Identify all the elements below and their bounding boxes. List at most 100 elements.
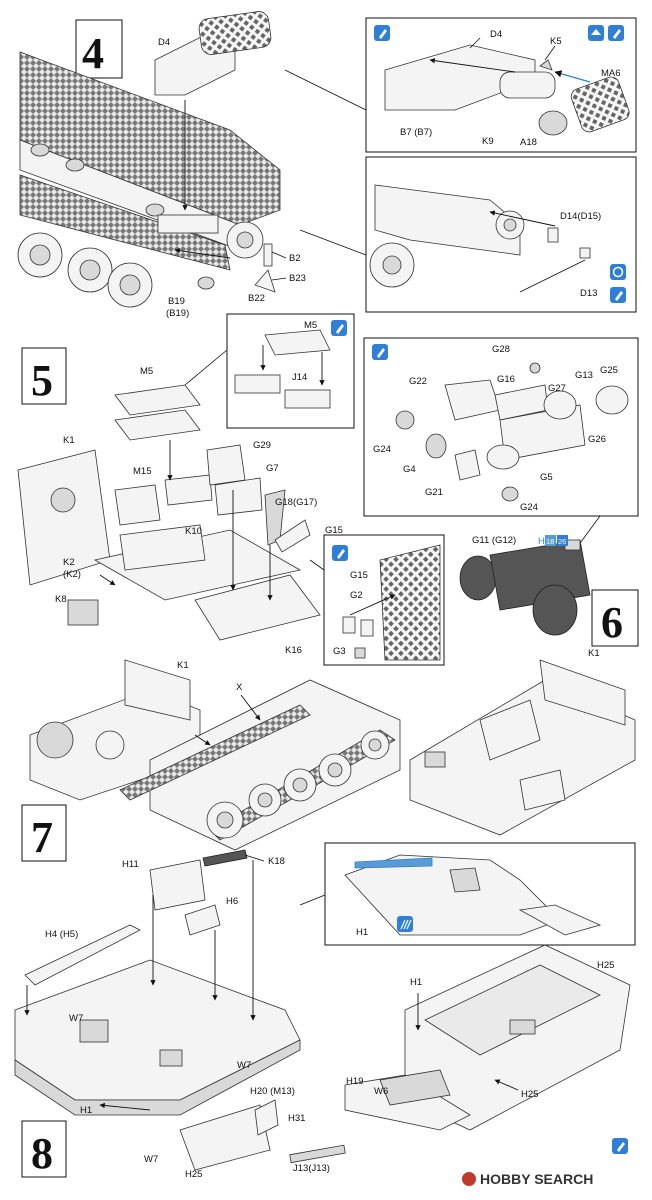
callout-label-ma6: MA6 bbox=[601, 68, 621, 79]
callout-label-g24: G24 bbox=[373, 444, 391, 455]
interior-assembly-drawing bbox=[17, 384, 321, 641]
label-k16: K16 bbox=[285, 645, 302, 656]
label-b2: B2 bbox=[289, 253, 301, 264]
callout-label-k9: K9 bbox=[482, 136, 494, 147]
label-b19: B19 bbox=[168, 296, 185, 307]
callout-label-g5: G5 bbox=[540, 472, 553, 483]
callout-label-g27: G27 bbox=[548, 383, 566, 394]
step-number: 4 bbox=[82, 29, 104, 78]
chassis-tracks-drawing bbox=[17, 51, 281, 308]
callout-label-g25: G25 bbox=[600, 365, 618, 376]
step-number: 7 bbox=[31, 813, 53, 862]
label-m5: M5 bbox=[140, 366, 153, 377]
label-w7-bottom: W7 bbox=[144, 1154, 158, 1165]
label-k2-alt: (K2) bbox=[63, 569, 81, 580]
callout-label-g16: G16 bbox=[497, 374, 515, 385]
callout-label-k5: K5 bbox=[550, 36, 562, 47]
label-d4: D4 bbox=[158, 37, 170, 48]
rotate-icon bbox=[610, 264, 626, 280]
step-4: 4 D4 B2 B23 B22 B19 bbox=[17, 11, 637, 319]
label-k8: K8 bbox=[55, 594, 67, 605]
callout-label-h25-top: H1 bbox=[410, 977, 422, 988]
label-g15: G15 bbox=[325, 525, 343, 536]
step-number: 8 bbox=[31, 1129, 53, 1178]
hull-assembly-right-drawing bbox=[344, 944, 631, 1131]
label-h31: H31 bbox=[288, 1113, 305, 1124]
label-k1: K1 bbox=[63, 435, 75, 446]
step-8: H11 K18 H6 H4 (H5) W7 W7 H20 (M13) H31 H… bbox=[14, 842, 636, 1180]
label-h11: H11 bbox=[122, 859, 139, 870]
callout-label-g24-b: G24 bbox=[520, 502, 538, 513]
part-b19-b22 bbox=[197, 243, 276, 293]
part-d4 bbox=[154, 11, 272, 96]
label-g11: G11 (G12) bbox=[472, 535, 516, 546]
part-h6 bbox=[184, 904, 221, 936]
callout-label-h1: H1 bbox=[356, 927, 368, 938]
interior-right-drawing bbox=[409, 659, 636, 836]
label-w7-top: W7 bbox=[69, 1013, 83, 1024]
label-k10: K10 bbox=[185, 526, 202, 537]
callout-label-a18: A18 bbox=[520, 137, 537, 148]
label-w7-mid: W7 bbox=[237, 1060, 251, 1071]
callout-label-m5: M5 bbox=[304, 320, 317, 331]
tab-label-h: H bbox=[538, 536, 545, 547]
callout-label-g3: G3 bbox=[333, 646, 346, 657]
callout-label-g28: G28 bbox=[492, 344, 510, 355]
step-number-box bbox=[21, 804, 67, 862]
label-x: X bbox=[236, 682, 243, 693]
label-k1-left: K1 bbox=[177, 660, 189, 671]
callout-label-g4: G4 bbox=[403, 464, 416, 475]
callout-label-d14: D14(D15) bbox=[560, 211, 601, 222]
callout-label-w6: W6 bbox=[374, 1086, 388, 1097]
callout-label-d4: D4 bbox=[490, 29, 502, 40]
watermark-text: HOBBY SEARCH bbox=[480, 1171, 593, 1187]
glue-icon bbox=[332, 545, 348, 561]
callout-label-b7: B7 (B7) bbox=[400, 127, 432, 138]
callout-label-g26: G26 bbox=[588, 434, 606, 445]
step-number: 5 bbox=[31, 356, 53, 405]
step-5: 5 M5 J14 bbox=[17, 313, 445, 666]
label-k2: K2 bbox=[63, 557, 75, 568]
label-b23: B23 bbox=[289, 273, 306, 284]
step-number-box bbox=[21, 347, 67, 405]
photo-etch-icon bbox=[588, 25, 604, 41]
callout-label-h25-bottom: H25 bbox=[521, 1089, 538, 1100]
step-number-box bbox=[591, 589, 639, 647]
glue-icon bbox=[612, 1138, 628, 1154]
glue-icon bbox=[610, 287, 626, 303]
label-b19-alt: (B19) bbox=[166, 308, 189, 319]
callout-label-h19: H19 bbox=[346, 1076, 363, 1087]
label-g18: G18(G17) bbox=[275, 497, 317, 508]
tab-badge: H 18 26 bbox=[538, 535, 568, 547]
glue-icon bbox=[374, 25, 390, 41]
glue-icon bbox=[372, 344, 388, 360]
label-b22: B22 bbox=[248, 293, 265, 304]
glue-icon bbox=[331, 320, 347, 336]
callout-label-j14: J14 bbox=[292, 372, 307, 383]
watermark: HOBBY SEARCH bbox=[462, 1171, 593, 1187]
label-k18: K18 bbox=[268, 856, 285, 867]
label-h25: H25 bbox=[185, 1169, 202, 1180]
glue-icon bbox=[608, 25, 624, 41]
label-h1: H1 bbox=[80, 1105, 92, 1116]
hull-tracks-drawing bbox=[119, 679, 401, 851]
label-h6: H6 bbox=[226, 896, 238, 907]
callout-label-g21: G21 bbox=[425, 487, 443, 498]
label-m15: M15 bbox=[133, 466, 151, 477]
label-h20: H20 (M13) bbox=[250, 1086, 295, 1097]
tab-label-18: 18 bbox=[546, 537, 554, 546]
transmission-assembly bbox=[459, 539, 591, 636]
label-k1-right: K1 bbox=[588, 648, 600, 659]
callout-label-g15: G15 bbox=[350, 570, 368, 581]
callout-label-d13: D13 bbox=[580, 288, 597, 299]
step-number-box bbox=[75, 19, 123, 79]
hull-superstructure-drawing bbox=[14, 959, 346, 1171]
callout-label-h1-assembly: H25 bbox=[597, 960, 614, 971]
callout-label-g13: G13 bbox=[575, 370, 593, 381]
part-h4 bbox=[24, 924, 141, 986]
step-number-box bbox=[21, 1120, 67, 1178]
callout-label-g22: G22 bbox=[409, 376, 427, 387]
part-h11 bbox=[149, 859, 206, 911]
step-number: 6 bbox=[601, 598, 623, 647]
